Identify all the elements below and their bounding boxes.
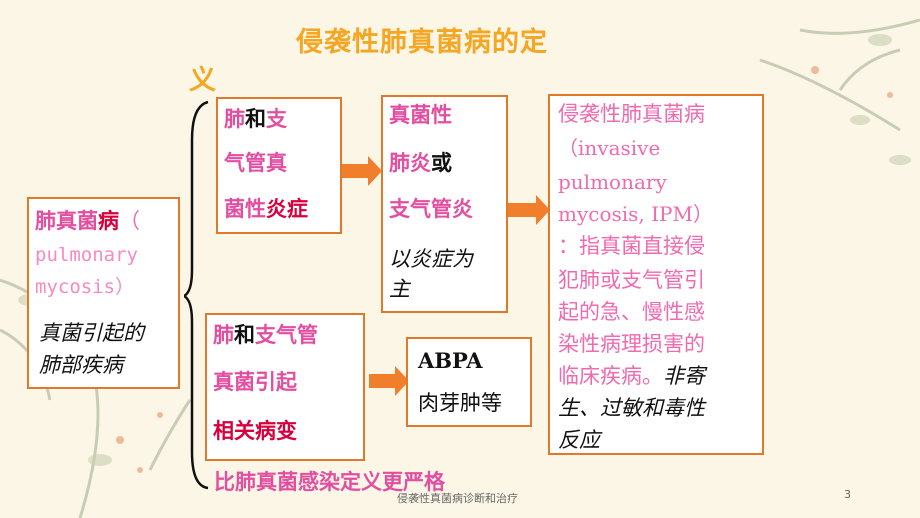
box-invasive-pulmonary-mycosis: 侵袭性肺真菌病 （invasive pulmonary mycosis, IPM…	[548, 94, 764, 455]
arrow-mid	[508, 195, 550, 225]
box-mid-line4: 以炎症为	[389, 247, 473, 271]
box-right-line4: mycosis, IPM）	[558, 202, 713, 226]
brace	[184, 100, 209, 490]
box-upper-line2: 气管真	[224, 151, 287, 175]
box-lower-line3: 相关病变	[213, 419, 297, 443]
box-lower-line1: 肺和支气管	[213, 323, 318, 347]
box-right-line9: 临床疾病。非寄	[558, 364, 705, 388]
box-right-line1: 侵袭性肺真菌病	[558, 102, 705, 126]
box-mid-line2: 肺炎或	[389, 151, 452, 175]
box-mid-line1: 真菌性	[389, 103, 452, 127]
abpa-label: ABPA	[418, 348, 483, 373]
box-lower-line2: 真菌引起	[213, 370, 297, 394]
box-right-line11: 反应	[558, 428, 600, 452]
abpa-granuloma: 肉芽肿等	[418, 391, 502, 415]
box-fungal-pneumonia: 真菌性 肺炎或 支气管炎 以炎症为 主	[381, 95, 508, 313]
box-left-line2: pulmonary	[35, 244, 138, 266]
box-lower-related-lesions: 肺和支气管 真菌引起 相关病变	[205, 313, 365, 461]
arrow-upper	[340, 156, 382, 186]
box-left-line4: 真菌引起的	[39, 321, 144, 345]
box-upper-line1: 肺和支	[224, 107, 287, 131]
box-right-line2: （invasive	[558, 136, 661, 160]
box-upper-inflammation: 肺和支 气管真 菌性炎症	[216, 97, 342, 234]
box-right-line8: 染性病理损害的	[558, 332, 705, 356]
box-right-line6: 犯肺或支气管引	[558, 268, 705, 292]
box-right-line10: 生、过敏和毒性	[558, 396, 705, 420]
box-mid-line3: 支气管炎	[389, 197, 473, 221]
box-upper-line3: 菌性炎症	[224, 197, 308, 221]
footer-title: 侵袭性真菌病诊断和治疗	[397, 492, 518, 505]
page-number: 3	[844, 488, 851, 501]
box-pulmonary-mycosis: 肺真菌病（ pulmonary mycosis） 真菌引起的 肺部疾病	[27, 197, 180, 389]
box-mid-line5: 主	[389, 277, 410, 301]
box-abpa: ABPA 肉芽肿等	[406, 337, 532, 427]
box-left-line3: mycosis）	[35, 276, 135, 298]
box-left-line1: 肺真菌病（	[35, 209, 140, 233]
box-left-line5: 肺部疾病	[39, 353, 123, 377]
stricter-definition-note: 比肺真菌感染定义更严格	[214, 470, 445, 494]
box-right-line5: ：指真菌直接侵	[558, 234, 705, 258]
box-right-line3: pulmonary	[558, 170, 667, 194]
slide-title-line1: 侵袭性肺真菌病的定	[296, 27, 548, 58]
box-right-line7: 起的急、慢性感	[558, 300, 705, 324]
slide-title-line2: 义	[189, 65, 217, 96]
arrow-lower	[369, 366, 409, 396]
